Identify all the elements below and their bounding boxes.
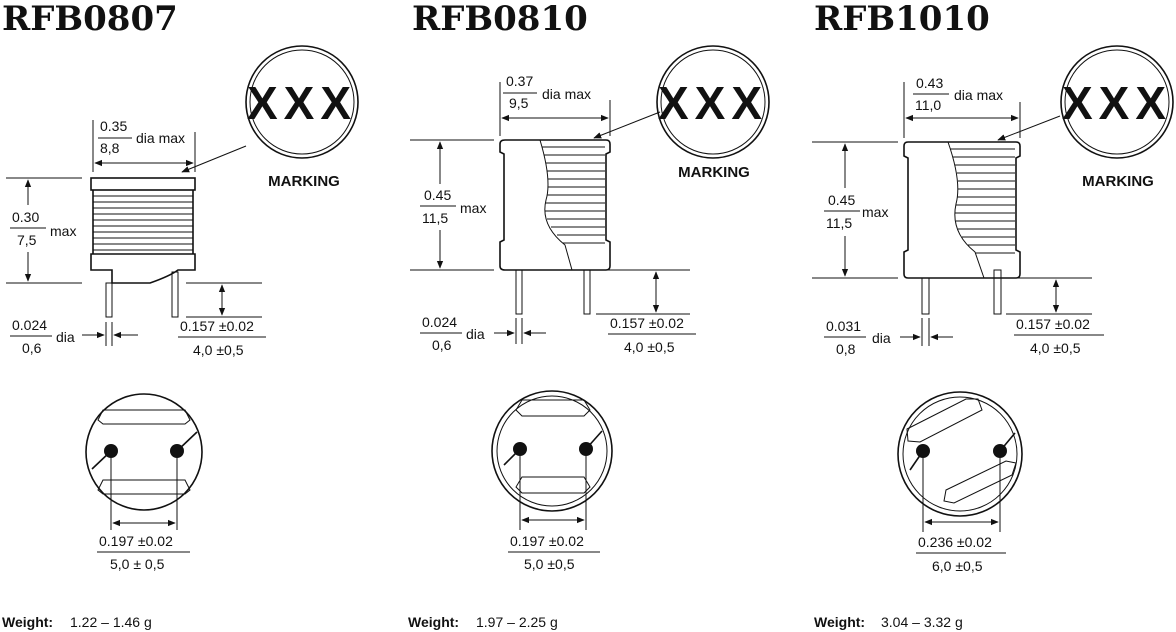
dia-mm: 8,8 <box>100 140 120 156</box>
marking-label: MARKING <box>1082 173 1154 190</box>
height-suffix: max <box>862 204 888 220</box>
pin-suffix: dia <box>56 329 75 345</box>
part-rfb0810: RFB0810 XXX MARKING <box>408 0 770 630</box>
marking-badge: XXX MARKING <box>593 45 770 181</box>
height-suffix: max <box>460 200 486 216</box>
dia-inch: 0.43 <box>916 75 943 91</box>
height-mm: 11,5 <box>422 210 448 226</box>
spacing-inch: 0.197 ±0.02 <box>99 533 173 549</box>
spacing-inch: 0.236 ±0.02 <box>918 534 992 550</box>
pin-inch: 0.031 <box>826 318 861 334</box>
marking-leader <box>181 145 247 173</box>
height-dim: 0.45 11,5 max <box>812 141 898 279</box>
height-inch: 0.45 <box>828 192 855 208</box>
marking-text: XXX <box>658 77 768 129</box>
marking-badge: XXX MARKING <box>997 45 1174 190</box>
bottom-view: 0.197 ±0.02 5,0 ±0,5 <box>491 390 613 572</box>
marking-label: MARKING <box>268 173 340 190</box>
spacing-inch: 0.197 ±0.02 <box>510 533 584 549</box>
lead-length-dim: 0.157 ±0.02 4,0 ±0,5 <box>178 282 266 358</box>
side-view <box>903 141 1021 315</box>
part-title: RFB0810 <box>412 0 588 39</box>
diameter-dim: 0.37 9,5 dia max <box>499 73 611 136</box>
lead-mm: 4,0 ±0,5 <box>1030 340 1081 356</box>
pin-dia-dim: 0.024 0,6 dia <box>420 314 546 353</box>
dia-suffix: dia max <box>136 130 185 146</box>
dia-mm: 9,5 <box>509 95 529 111</box>
pin-suffix: dia <box>872 330 891 346</box>
pin-dia-dim: 0.024 0,6 dia <box>10 317 138 356</box>
part-rfb1010: RFB1010 XXX MARKING <box>812 0 1174 630</box>
lead-inch: 0.157 ±0.02 <box>610 315 684 331</box>
marking-text: XXX <box>247 77 357 129</box>
lead-inch: 0.157 ±0.02 <box>1016 316 1090 332</box>
lead-length-dim: 0.157 ±0.02 4,0 ±0,5 <box>596 269 696 355</box>
lead-mm: 4,0 ±0,5 <box>193 342 244 358</box>
lead-length-dim: 0.157 ±0.02 4,0 ±0,5 <box>1006 277 1104 356</box>
marking-leader <box>593 111 661 139</box>
weight-value: 1.22 – 1.46 g <box>70 614 152 630</box>
height-suffix: max <box>50 223 76 239</box>
pin-dia-dim: 0.031 0,8 dia <box>824 318 953 357</box>
height-dim: 0.30 7,5 max <box>6 177 82 284</box>
marking-text: XXX <box>1062 77 1172 129</box>
weight-value: 3.04 – 3.32 g <box>881 614 963 630</box>
side-view <box>90 177 196 318</box>
weight-label: Weight: <box>2 614 53 630</box>
dia-mm: 11,0 <box>915 97 941 113</box>
height-inch: 0.45 <box>424 187 451 203</box>
dia-inch: 0.37 <box>506 73 533 89</box>
diameter-dim: 0.43 11,0 dia max <box>903 75 1021 138</box>
weight-label: Weight: <box>408 614 459 630</box>
pin-mm: 0,8 <box>836 341 856 357</box>
height-inch: 0.30 <box>12 209 39 225</box>
side-view <box>499 139 611 315</box>
height-dim: 0.45 11,5 max <box>410 139 494 271</box>
height-mm: 11,5 <box>826 215 852 231</box>
dia-inch: 0.35 <box>100 118 127 134</box>
spacing-mm: 5,0 ±0,5 <box>524 556 575 572</box>
spacing-mm: 5,0 ± 0,5 <box>110 556 165 572</box>
pin-mm: 0,6 <box>432 337 452 353</box>
part-rfb0807: RFB0807 XXX MARKING <box>2 0 359 630</box>
bottom-view: 0.197 ±0.02 5,0 ± 0,5 <box>85 393 203 572</box>
diameter-dim: 0.35 8,8 dia max <box>92 118 196 172</box>
pin-suffix: dia <box>466 326 485 342</box>
pin-inch: 0.024 <box>422 314 457 330</box>
marking-badge: XXX MARKING <box>181 45 359 190</box>
lead-mm: 4,0 ±0,5 <box>624 339 675 355</box>
marking-label: MARKING <box>678 164 750 181</box>
bottom-view: 0.236 ±0.02 6,0 ±0,5 <box>897 391 1023 574</box>
part-title: RFB1010 <box>814 0 990 39</box>
dia-suffix: dia max <box>954 87 1003 103</box>
weight-label: Weight: <box>814 614 865 630</box>
pin-mm: 0,6 <box>22 340 42 356</box>
dia-suffix: dia max <box>542 86 591 102</box>
lead-inch: 0.157 ±0.02 <box>180 318 254 334</box>
marking-leader <box>997 115 1061 141</box>
part-title: RFB0807 <box>2 0 178 39</box>
spacing-mm: 6,0 ±0,5 <box>932 558 983 574</box>
height-mm: 7,5 <box>17 232 37 248</box>
pin-inch: 0.024 <box>12 317 47 333</box>
weight-value: 1.97 – 2.25 g <box>476 614 558 630</box>
